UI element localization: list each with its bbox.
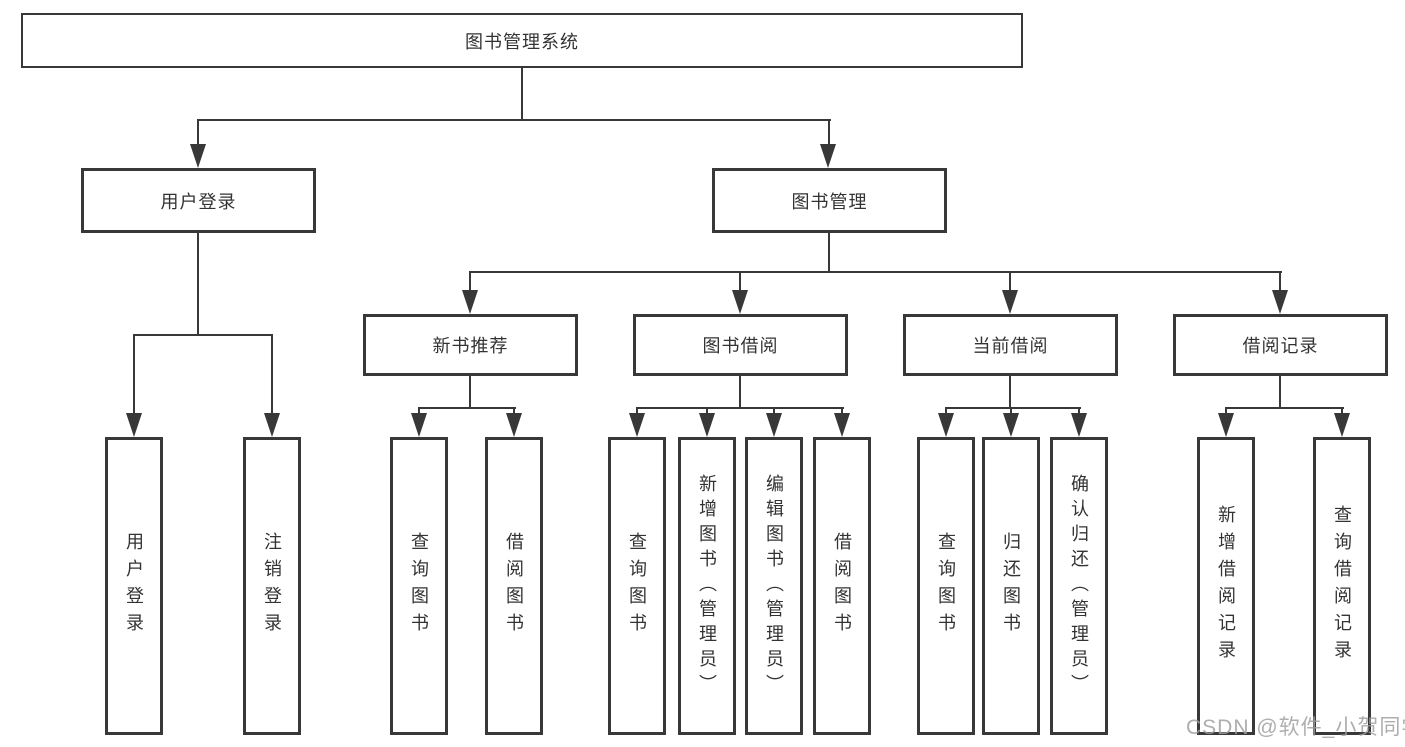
node-label: 查询图书 xyxy=(409,532,429,640)
connector-line xyxy=(739,271,741,291)
connector-line xyxy=(521,68,523,120)
node-label: 图书借阅 xyxy=(702,336,779,356)
node-label: 当前借阅 xyxy=(972,336,1049,356)
connector-line xyxy=(945,407,1081,409)
node-user-login: 用户登录 xyxy=(81,168,316,233)
node-label: 归还图书 xyxy=(1001,532,1021,640)
connector-line xyxy=(1010,407,1012,415)
node-label: 借阅记录 xyxy=(1242,336,1319,356)
node-label: 新书推荐 xyxy=(432,336,509,356)
leaf-confirm-return-admin: 确认归还（管理员） xyxy=(1050,437,1108,735)
node-label: 注销登录 xyxy=(262,532,282,640)
connector-line xyxy=(197,233,199,336)
arrowhead-down-icon xyxy=(834,413,850,437)
node-book-borrowing: 图书借阅 xyxy=(633,314,848,376)
connector-line xyxy=(739,376,741,408)
connector-line xyxy=(418,407,420,415)
arrowhead-down-icon xyxy=(190,144,206,168)
connector-line xyxy=(1341,407,1343,415)
arrowhead-down-icon xyxy=(699,413,715,437)
connector-line xyxy=(945,407,947,415)
leaf-query-books-current: 查询图书 xyxy=(917,437,975,735)
arrowhead-down-icon xyxy=(1002,290,1018,314)
connector-line xyxy=(469,376,471,408)
arrowhead-down-icon xyxy=(1071,413,1087,437)
connector-line xyxy=(197,119,199,146)
node-label: 借阅图书 xyxy=(832,532,852,640)
node-label: 图书管理系统 xyxy=(465,31,579,52)
connector-line xyxy=(1009,376,1011,408)
arrowhead-down-icon xyxy=(264,413,280,437)
node-label: 确认归还（管理员） xyxy=(1069,473,1089,699)
connector-line xyxy=(271,334,273,415)
leaf-add-books-admin: 新增图书（管理员） xyxy=(678,437,736,735)
connector-line xyxy=(828,233,830,272)
connector-line xyxy=(418,407,516,409)
arrowhead-down-icon xyxy=(938,413,954,437)
connector-line xyxy=(636,407,844,409)
arrowhead-down-icon xyxy=(506,413,522,437)
arrowhead-down-icon xyxy=(629,413,645,437)
node-label: 借阅图书 xyxy=(504,532,524,640)
connector-line xyxy=(773,407,775,415)
connector-line xyxy=(1225,407,1227,415)
connector-line xyxy=(469,271,471,291)
leaf-user-login: 用户登录 xyxy=(105,437,163,735)
node-label: 图书管理 xyxy=(791,191,868,212)
connector-line xyxy=(828,119,830,146)
arrowhead-down-icon xyxy=(1218,413,1234,437)
arrowhead-down-icon xyxy=(820,144,836,168)
connector-line xyxy=(469,271,1282,273)
node-current-borrowing: 当前借阅 xyxy=(903,314,1118,376)
leaf-add-borrow-record: 新增借阅记录 xyxy=(1197,437,1255,735)
connector-line xyxy=(706,407,708,415)
node-label: 新增图书（管理员） xyxy=(697,473,717,699)
leaf-query-borrow-record: 查询借阅记录 xyxy=(1313,437,1371,735)
node-label: 查询图书 xyxy=(936,532,956,640)
arrowhead-down-icon xyxy=(126,413,142,437)
connector-line xyxy=(1279,376,1281,408)
leaf-borrow-books-newbook: 借阅图书 xyxy=(485,437,543,735)
arrowhead-down-icon xyxy=(462,290,478,314)
node-label: 用户登录 xyxy=(124,532,144,640)
connector-line xyxy=(513,407,515,415)
csdn-watermark: CSDN @软件_小贺同学 xyxy=(1186,716,1405,739)
node-book-management: 图书管理 xyxy=(712,168,947,233)
node-label: 编辑图书（管理员） xyxy=(764,473,784,699)
arrowhead-down-icon xyxy=(1334,413,1350,437)
connector-line xyxy=(841,407,843,415)
leaf-borrow-books-borrowing: 借阅图书 xyxy=(813,437,871,735)
connector-line xyxy=(197,119,831,121)
node-root-library-system: 图书管理系统 xyxy=(21,13,1023,68)
connector-line xyxy=(1009,271,1011,291)
leaf-return-books: 归还图书 xyxy=(982,437,1040,735)
connector-line xyxy=(1279,271,1281,291)
node-label: 查询借阅记录 xyxy=(1332,505,1352,667)
arrowhead-down-icon xyxy=(766,413,782,437)
node-label: 用户登录 xyxy=(160,191,237,212)
connector-line xyxy=(133,334,273,336)
arrowhead-down-icon xyxy=(1003,413,1019,437)
leaf-logout: 注销登录 xyxy=(243,437,301,735)
node-borrowing-records: 借阅记录 xyxy=(1173,314,1388,376)
node-label: 新增借阅记录 xyxy=(1216,505,1236,667)
leaf-query-books-newbook: 查询图书 xyxy=(390,437,448,735)
connector-line xyxy=(133,334,135,415)
connector-line xyxy=(636,407,638,415)
arrowhead-down-icon xyxy=(1272,290,1288,314)
node-new-book-recommend: 新书推荐 xyxy=(363,314,578,376)
leaf-edit-books-admin: 编辑图书（管理员） xyxy=(745,437,803,735)
arrowhead-down-icon xyxy=(732,290,748,314)
connector-line xyxy=(1225,407,1344,409)
connector-line xyxy=(1078,407,1080,415)
arrowhead-down-icon xyxy=(411,413,427,437)
leaf-query-books-borrowing: 查询图书 xyxy=(608,437,666,735)
node-label: 查询图书 xyxy=(627,532,647,640)
